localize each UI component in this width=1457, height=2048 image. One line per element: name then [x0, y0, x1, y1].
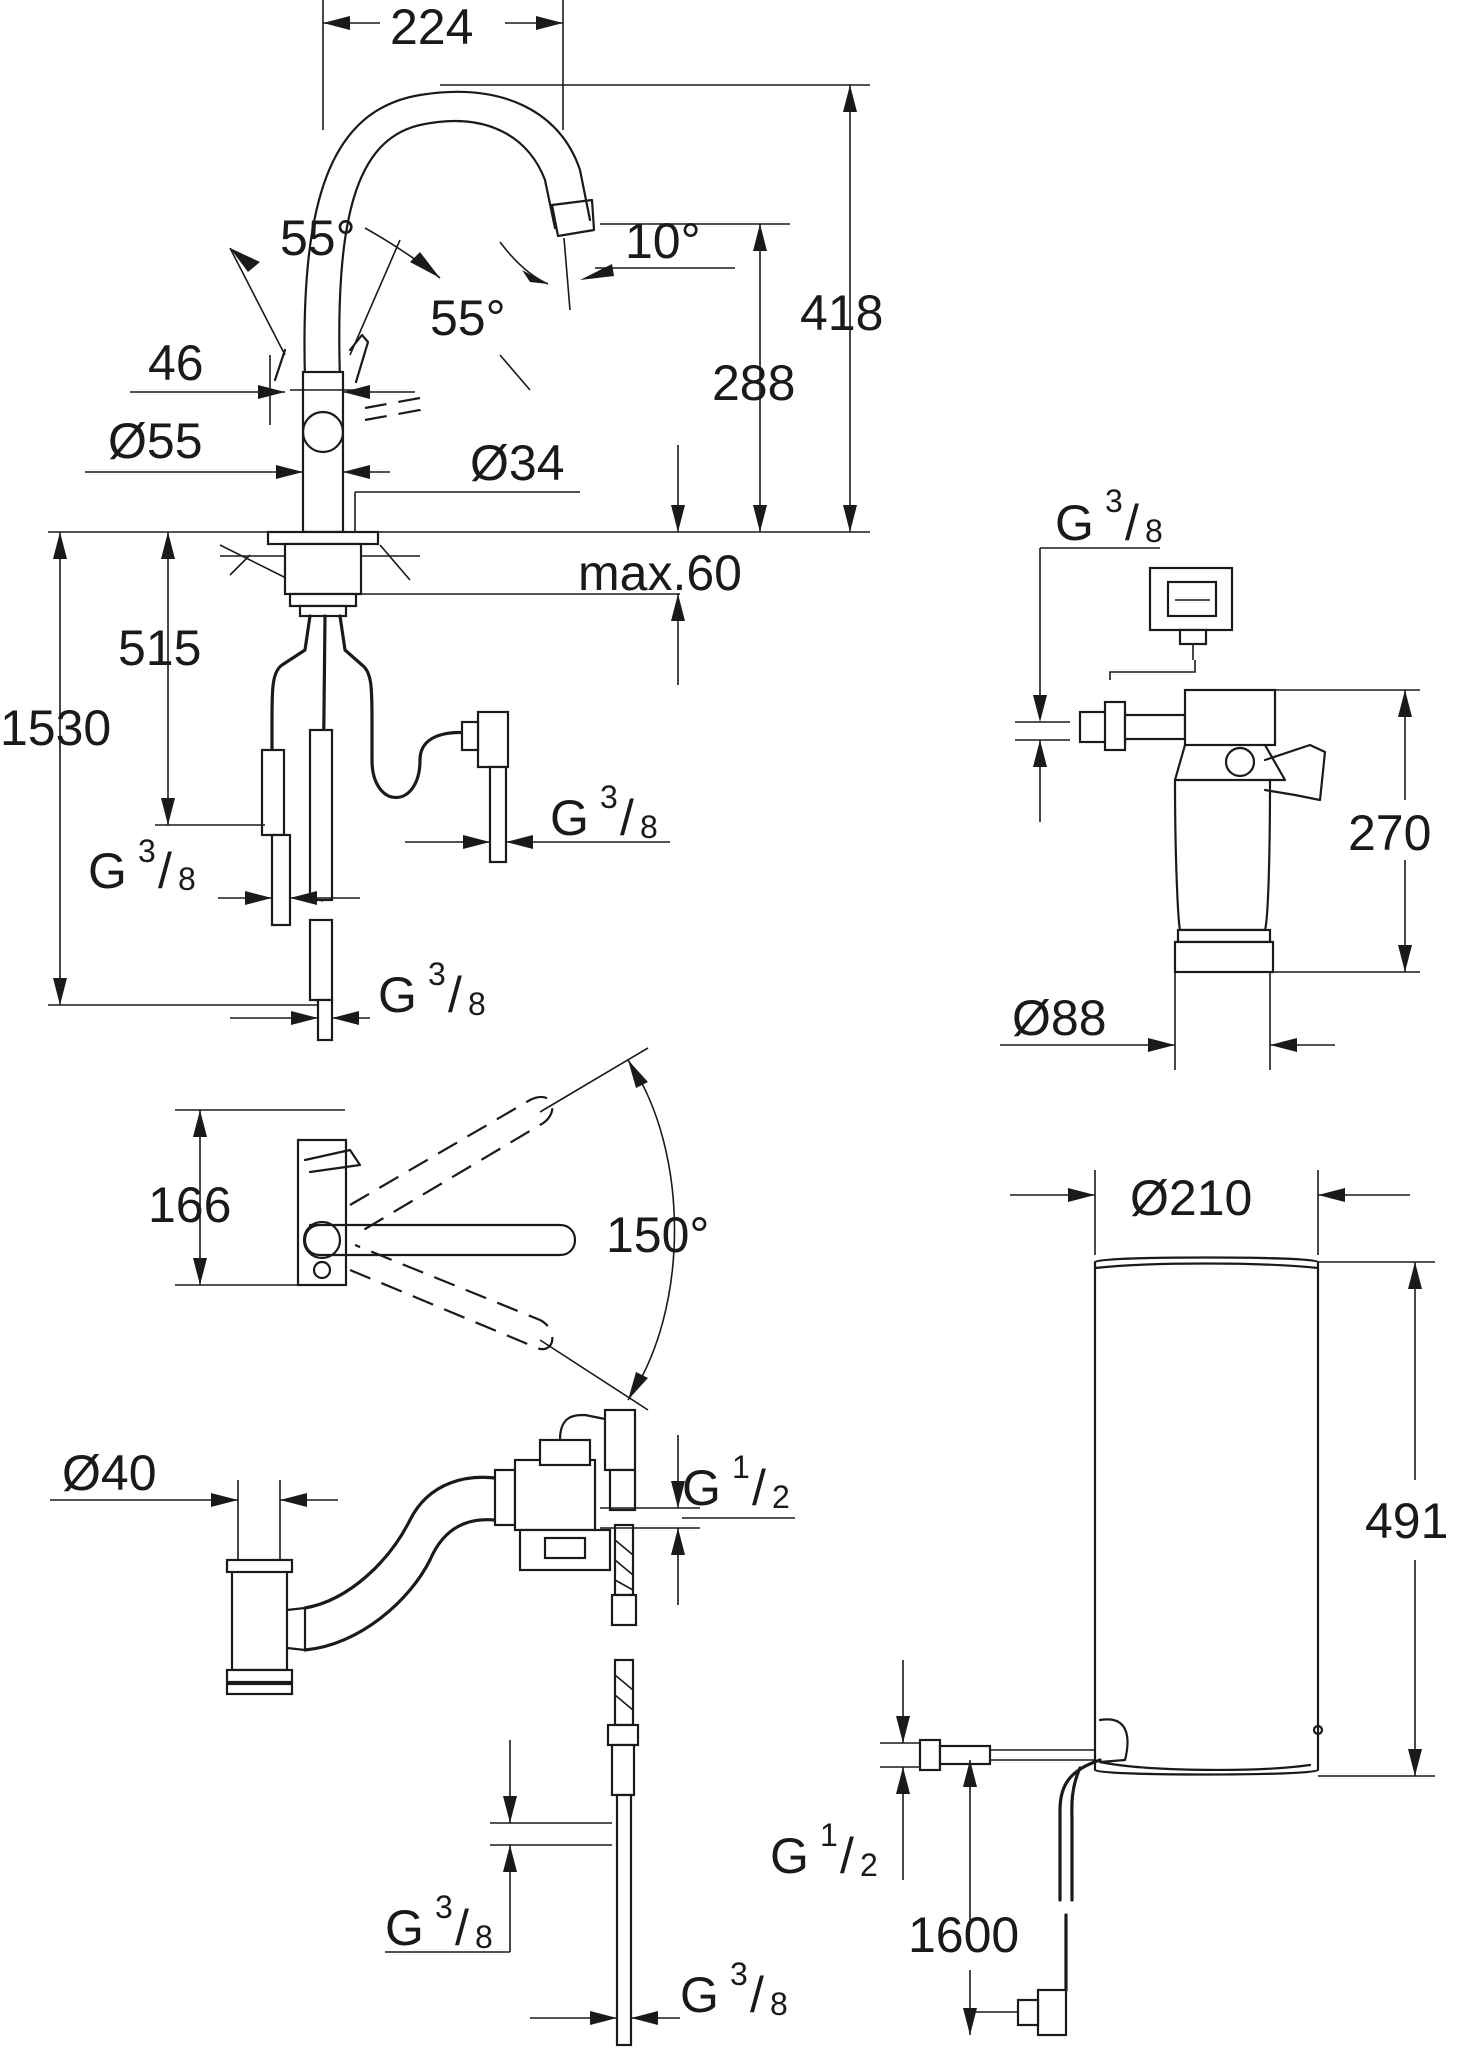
- dim-filter-dia-88: Ø88: [1012, 990, 1107, 1046]
- dim-width-224: 224: [390, 0, 473, 55]
- drain-conn-bottom-slash: /: [750, 1967, 764, 2023]
- angle-55-top: 55°: [280, 210, 356, 266]
- conn-right-num: 3: [600, 779, 618, 815]
- drain-conn-mid-num: 3: [435, 1889, 453, 1925]
- faucet-front-view: 224 418 288 10° 55° 55°: [0, 0, 883, 1042]
- dim-filter-270: 270: [1348, 805, 1431, 861]
- dim-hose-1530: 1530: [0, 700, 111, 756]
- conn-right-slash: /: [620, 790, 634, 846]
- conn-right-den: 8: [640, 809, 658, 845]
- boiler-conn-slash: /: [840, 1828, 854, 1884]
- dim-hose-515: 515: [118, 620, 201, 676]
- boiler-conn-den: 2: [860, 1847, 878, 1883]
- drain-conn-mid-den: 8: [475, 1919, 493, 1955]
- filter-conn-g: G: [1055, 495, 1094, 551]
- conn-left-slash: /: [158, 843, 172, 899]
- drain-conn-top-g: G: [682, 1460, 721, 1516]
- conn-bottom-num: 3: [428, 956, 446, 992]
- dim-height-418: 418: [800, 285, 883, 341]
- angle-swivel-150: 150°: [606, 1207, 709, 1263]
- conn-right-g: G: [550, 790, 589, 846]
- dim-spout-288: 288: [712, 355, 795, 411]
- drain-conn-bottom-g: G: [680, 1967, 719, 2023]
- angle-55-lever: 55°: [430, 290, 506, 346]
- dim-deck-max-60: max.60: [578, 545, 742, 601]
- dim-cable-1600: 1600: [908, 1907, 1019, 1963]
- dim-base-dia-55: Ø55: [108, 413, 203, 469]
- conn-bottom-den: 8: [468, 986, 486, 1022]
- drain-conn-bottom-den: 8: [770, 1986, 788, 2022]
- conn-left-den: 8: [178, 861, 196, 897]
- angle-10: 10°: [625, 213, 701, 269]
- drain-conn-top-den: 2: [772, 1479, 790, 1515]
- drain-conn-top-slash: /: [752, 1460, 766, 1516]
- dim-hole-dia-34: Ø34: [470, 435, 565, 491]
- drain-conn-top-num: 1: [732, 1449, 750, 1485]
- dim-boiler-dia-210: Ø210: [1130, 1170, 1252, 1226]
- dim-depth-166: 166: [148, 1177, 231, 1233]
- faucet-top-view: 166 150°: [148, 1047, 709, 1411]
- conn-left-num: 3: [138, 833, 156, 869]
- drain-conn-bottom-num: 3: [730, 1956, 748, 1992]
- boiler-conn-num: 1: [820, 1817, 838, 1853]
- filter-conn-slash: /: [1125, 495, 1139, 551]
- dim-lever-46: 46: [148, 335, 204, 391]
- filter-conn-num: 3: [1105, 483, 1123, 519]
- drain-conn-mid-slash: /: [455, 1900, 469, 1956]
- boiler-unit: Ø210 491 G 1 / 2: [770, 1170, 1448, 2037]
- conn-bottom-slash: /: [448, 967, 462, 1023]
- conn-bottom-g: G: [378, 967, 417, 1023]
- filter-conn-den: 8: [1145, 513, 1163, 549]
- filter-unit: G 3 / 8 270: [1000, 483, 1431, 1070]
- dim-drain-dia-40: Ø40: [62, 1445, 157, 1501]
- drain-valve-unit: Ø40 G 1 / 2: [50, 1408, 795, 2047]
- conn-left-g: G: [88, 843, 127, 899]
- drain-conn-mid-g: G: [385, 1900, 424, 1956]
- dim-boiler-491: 491: [1365, 1493, 1448, 1549]
- boiler-conn-g: G: [770, 1828, 809, 1884]
